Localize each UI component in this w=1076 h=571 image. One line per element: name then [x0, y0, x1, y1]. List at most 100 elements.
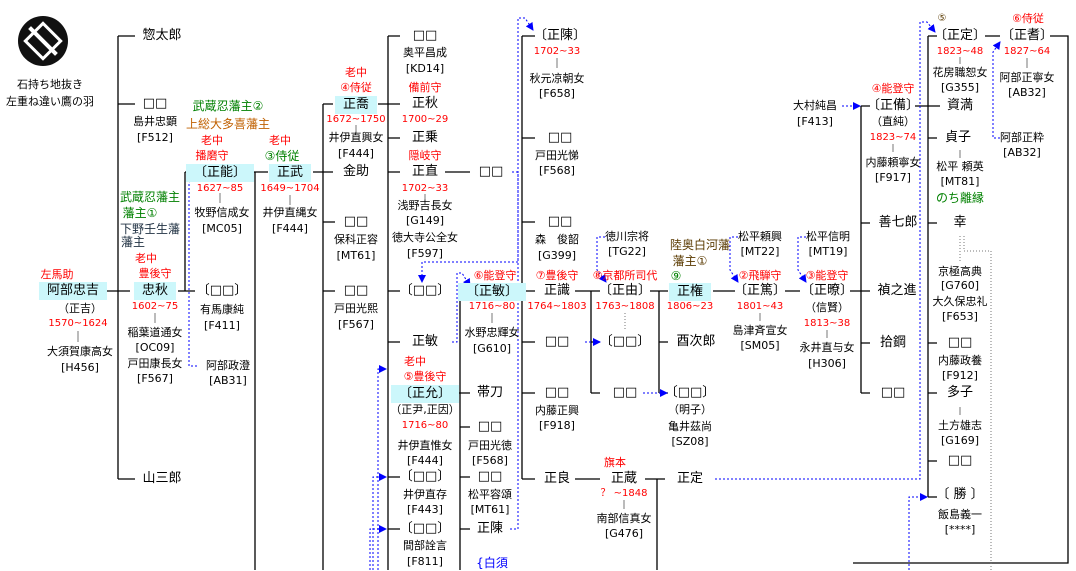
title: ⑤	[937, 13, 947, 24]
spouse-id: [F658]	[539, 87, 575, 100]
spouse: 京極高典	[938, 265, 982, 278]
spouse-id: [F444]	[272, 222, 308, 235]
family-crest-icon	[18, 16, 68, 66]
domain-note: 下野壬生藩	[119, 222, 181, 236]
spouse-id: [F568]	[472, 454, 508, 467]
spouse-id: [G399]	[537, 249, 577, 262]
spouse: 奥平昌成	[403, 46, 447, 59]
title: ⑤豊後守	[403, 370, 447, 383]
spouse-id: [F567]	[338, 318, 374, 331]
person-masataka[interactable]: 正喬	[334, 96, 378, 114]
person-masanobu-7: 〔正陳〕	[533, 28, 587, 43]
domain-note: 陸奥白河藩	[669, 238, 731, 252]
spouse: 島津斉宣女	[732, 324, 788, 337]
spouse: 内藤正興	[535, 404, 579, 417]
spouse-id: [MT61]	[470, 503, 510, 516]
person-unknown: □□	[544, 334, 570, 349]
crest-caption: 石持ち地抜き	[17, 78, 83, 91]
dates: 1813~38	[803, 318, 851, 329]
person-masachika[interactable]: 〔正允〕	[390, 385, 460, 403]
adoptive-parent: 徳川宗将	[605, 230, 649, 243]
title: 老中	[404, 355, 426, 368]
person-unknown: 〔□□〕	[196, 283, 248, 298]
spouse-id: [G760]	[940, 279, 980, 292]
spouse: 飯島義一	[938, 508, 982, 521]
adoption-links	[188, 17, 1001, 570]
title: ⑥能登守	[473, 269, 517, 282]
title: ⑧京都所司代	[592, 269, 658, 282]
spouse-id: [G169]	[940, 434, 980, 447]
person-sadako: 貞子	[944, 130, 972, 145]
person-masanao: 正直	[411, 164, 439, 179]
wife-ticks	[77, 57, 1028, 570]
dates: 1806~23	[666, 301, 714, 312]
spouse: 秋元凉朝女	[529, 72, 585, 85]
dates: 1763~1808	[595, 301, 655, 312]
adoptive-parent: 大村純昌	[793, 99, 837, 112]
spouse-id: [MT81]	[940, 175, 980, 188]
person-masanori-9[interactable]: 正権	[668, 283, 712, 301]
title: ④能登守	[871, 82, 915, 95]
person-masatake[interactable]: 正武	[268, 164, 312, 182]
person-masakiyo: 〔正備〕	[866, 98, 920, 113]
title: 老中	[269, 134, 291, 147]
branch-note[interactable]: {白須	[476, 556, 508, 570]
spouse-id: [G610]	[472, 342, 512, 355]
person-teinoshin: 禎之進	[877, 283, 917, 298]
person-masazumi[interactable]: 阿部政澄	[206, 359, 250, 372]
spouse: 花房職恕女	[932, 66, 988, 79]
person-unknown: □□	[947, 335, 973, 350]
spouse: 井伊直縄女	[262, 206, 318, 219]
domain-note: 藩主①	[122, 206, 158, 220]
person-masaakira: 〔正暸〕	[800, 283, 854, 298]
title: 豊後守	[138, 267, 172, 280]
spouse-id: [OC09]	[135, 341, 175, 354]
spouse-id: [F444]	[338, 147, 374, 160]
person-unknown: □□	[547, 130, 573, 145]
spouse-id: [****]	[944, 523, 976, 536]
spouse-id: [F411]	[204, 319, 240, 332]
spouse-id: [F512]	[137, 131, 173, 144]
person-unknown: 〔□□〕	[399, 469, 451, 484]
dates: 1823~48	[936, 46, 984, 57]
person-id: [AB32]	[1003, 146, 1041, 159]
person-id: [AB31]	[209, 374, 247, 387]
spouse-id: [F444]	[407, 454, 443, 467]
spouse: 南部信真女	[596, 512, 652, 525]
spouse: 浅野吉長女	[397, 199, 453, 212]
person-unknown: 〔□□〕	[399, 521, 451, 536]
dates: 1602~75	[131, 301, 179, 312]
dates: 1570~1624	[48, 318, 108, 329]
person-masayoshi[interactable]: 〔正能〕	[185, 164, 255, 182]
divorce-note: のち離縁	[935, 191, 985, 205]
person-sachi: 幸	[953, 215, 967, 230]
spouse-id: [F443]	[407, 503, 443, 516]
person-unknown: □□	[477, 469, 503, 484]
spouse: 永井直与女	[799, 341, 855, 354]
spouse-id: [SZ08]	[671, 435, 709, 448]
person-unknown: 〔□□〕	[599, 334, 651, 349]
spouse-id: [F597]	[407, 247, 443, 260]
person-masayoshi-7: 正良	[543, 471, 571, 486]
title: ②飛騨守	[738, 269, 782, 282]
alias: （直純）	[871, 115, 915, 128]
person-tadaaki[interactable]: 忠秋	[133, 282, 177, 300]
person-masaaki: 正秋	[411, 96, 439, 111]
dates: 1702~33	[401, 183, 449, 194]
spouse: 森 俊韶	[535, 233, 579, 246]
person-id: [MT19]	[808, 245, 848, 258]
dates: 1627~85	[196, 183, 244, 194]
person-tadayoshi[interactable]: 阿部忠吉	[38, 282, 108, 300]
person-unknown: □□	[477, 419, 503, 434]
spouse: 亀井茲尚	[668, 420, 712, 433]
person-sotaro: 惣太郎	[142, 28, 182, 43]
spouse-id: [F912]	[942, 369, 978, 382]
spouse-id: [F653]	[942, 310, 978, 323]
person-unknown: □□	[947, 453, 973, 468]
person-masatoshi-6[interactable]: 〔正敏〕	[457, 283, 527, 301]
person-masanobu: 正陳	[476, 521, 504, 536]
alias: （明子）	[668, 403, 712, 416]
spouse: 井伊直興女	[328, 131, 384, 144]
person-id: [F413]	[797, 115, 833, 128]
adoptive-parent: 阿部正粋	[1000, 131, 1044, 144]
